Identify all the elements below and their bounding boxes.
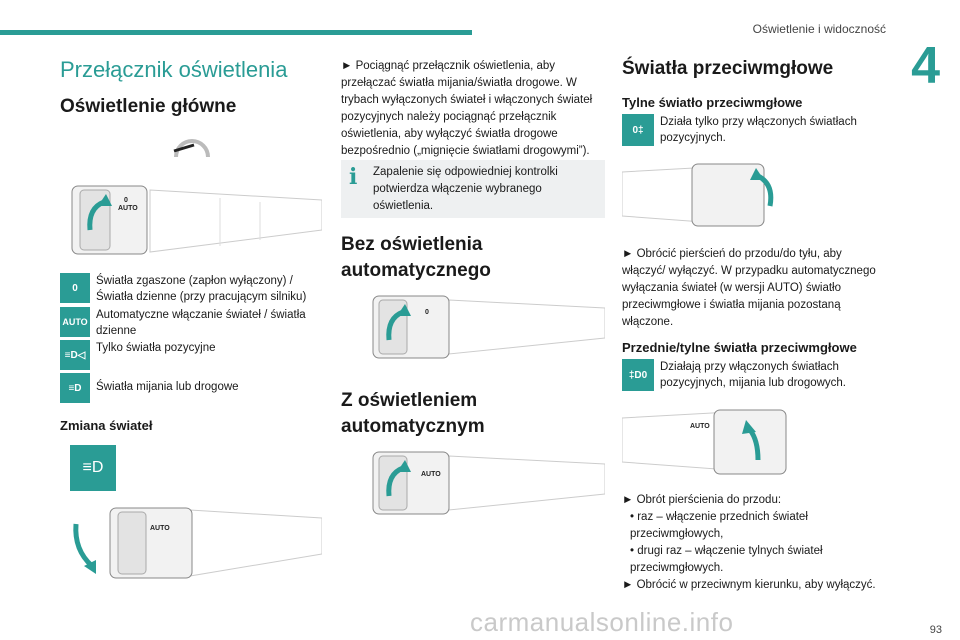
manual-lighting-heading: Bez oświetlenia automatycznego	[341, 234, 491, 281]
fog-lights-heading: Światła przeciwmgłowe	[622, 58, 834, 79]
front-fog-note-row: ‡D0 Działają przy włączonych światłach p…	[622, 359, 870, 391]
low-high-beam-icon: ≡D	[60, 373, 90, 403]
watermark: carmanualsonline.info	[470, 607, 734, 637]
step-line: ► Obrócić w przeciwnym kierunku, aby wył…	[622, 579, 876, 591]
light-off-icon: 0	[60, 273, 90, 303]
rear-fog-paragraph: ► Obrócić pierścień do przodu/do tyłu, a…	[622, 248, 876, 328]
rear-fog-note: Działa tylko przy włączonych światłach p…	[660, 116, 857, 144]
front-rear-fog-heading: Przednie/tylne światła przeciwmgłowe	[622, 340, 857, 355]
rear-fog-note-row: 0‡ Działa tylko przy włączonych światłac…	[622, 114, 870, 146]
front-fog-steps: ► Obrót pierścienia do przodu: • raz – w…	[622, 492, 888, 594]
legend-text: Tylko światła pozycyjne	[96, 342, 216, 354]
rear-fog-heading: Tylne światło przeciwmgłowe	[622, 95, 803, 110]
front-fog-stalk-illustration: AUTO	[622, 409, 787, 475]
section-title: Przełącznik oświetlenia	[60, 57, 288, 82]
pull-switch-paragraph: ► Pociągnąć przełącznik oświetlenia, aby…	[341, 60, 593, 157]
header-title: Oświetlenie i widoczność	[752, 22, 886, 36]
stalk-zero-label: 0	[425, 309, 429, 316]
stalk-auto-label: AUTO	[150, 525, 170, 532]
legend-text: Światła mijania lub drogowe	[96, 381, 239, 393]
stalk-pull-illustration: AUTO	[73, 507, 322, 579]
info-box: i Zapalenie się odpowiedniej kontrolki p…	[341, 160, 605, 218]
rear-fog-stalk-illustration	[622, 163, 774, 227]
page-number: 93	[929, 624, 942, 636]
auto-lighting-heading: Z oświetleniem automatycznym	[341, 390, 485, 437]
step-line: ► Obrót pierścienia do przodu:	[622, 494, 782, 506]
manual-stalk-illustration: 0	[372, 295, 605, 359]
light-stalk-illustration: AUTO 0	[71, 185, 322, 255]
legend-row-position: ≡D◁ Tylko światła pozycyjne	[60, 340, 216, 370]
beam-switch-icon: ≡D	[70, 445, 116, 491]
step-line: • raz – włączenie przednich świateł prze…	[630, 511, 808, 540]
stalk-auto-label: AUTO	[690, 423, 710, 430]
legend-text: Światła zgaszone (zapłon wyłączony) / Św…	[96, 275, 307, 303]
info-text: Zapalenie się odpowiedniej kontrolki pot…	[373, 166, 558, 212]
main-lighting-heading: Oświetlenie główne	[60, 96, 237, 117]
step-line: • drugi raz – włączenie tylnych świateł …	[630, 545, 823, 574]
info-icon: i	[349, 164, 358, 190]
stalk-auto-label: AUTO	[421, 471, 441, 478]
front-rear-fog-icon: ‡D0	[622, 359, 654, 391]
auto-stalk-illustration: AUTO	[372, 451, 605, 515]
legend-row-beam: ≡D Światła mijania lub drogowe	[60, 373, 239, 403]
front-fog-note: Działają przy włączonych światłach pozyc…	[660, 361, 847, 389]
steering-wheel-icon	[173, 139, 210, 158]
position-lights-icon: ≡D◁	[60, 340, 90, 370]
rear-fog-icon: 0‡	[622, 114, 654, 146]
chapter-number: 4	[911, 37, 940, 95]
legend-row-off: 0 Światła zgaszone (zapłon wyłączony) / …	[60, 273, 322, 305]
auto-light-icon: AUTO	[60, 307, 90, 337]
stalk-zero-label: 0	[124, 197, 128, 204]
header-bar	[0, 30, 472, 35]
change-lights-heading: Zmiana świateł	[60, 418, 153, 433]
stalk-auto-label: AUTO	[118, 205, 138, 212]
legend-text: Automatyczne włączanie świateł / światła…	[96, 309, 306, 337]
legend-row-auto: AUTO Automatyczne włączanie świateł / św…	[60, 307, 322, 339]
